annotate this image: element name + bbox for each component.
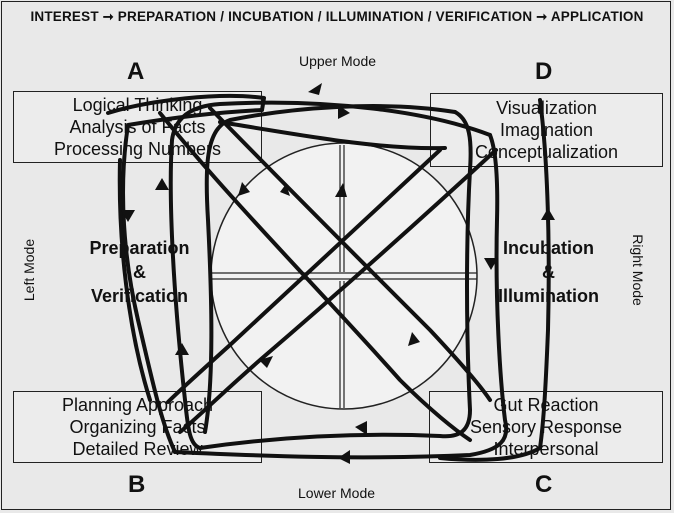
diagonal-a-to-c bbox=[158, 111, 472, 442]
arrowhead-icon bbox=[335, 183, 347, 197]
diagonal-a-to-c-2 bbox=[208, 106, 492, 402]
box-b-planning: Planning Approach Organizing Facts Detai… bbox=[13, 391, 262, 463]
stage-preparation-verification: Preparation & Verification bbox=[77, 236, 202, 308]
left-side-loop bbox=[117, 158, 152, 402]
corner-label-a: A bbox=[127, 58, 145, 85]
loop-stroke-2 bbox=[173, 133, 509, 460]
diagonal-d-to-b-2 bbox=[166, 148, 442, 404]
upper-mode-label: Upper Mode bbox=[299, 53, 377, 69]
arrowhead-icon bbox=[259, 356, 273, 368]
corner-label-c: C bbox=[535, 471, 553, 498]
loop-stroke-5 bbox=[203, 104, 457, 434]
arrowhead-icon bbox=[308, 83, 322, 95]
box-d-line-1: Visualization bbox=[496, 98, 597, 118]
stage-left-line-2: & bbox=[133, 262, 146, 282]
arrowhead-icon bbox=[338, 450, 350, 464]
arrowhead-icon bbox=[121, 210, 135, 222]
box-a-line-2: Analysis of Facts bbox=[69, 117, 206, 137]
lower-mode-label: Lower Mode bbox=[298, 485, 376, 501]
box-d-line-2: Imagination bbox=[499, 120, 594, 140]
arrowhead-icon bbox=[175, 343, 189, 355]
box-a-line-3: Processing Numbers bbox=[53, 139, 222, 159]
arrowhead-icon bbox=[484, 258, 498, 270]
right-side-loop bbox=[438, 98, 551, 462]
arrowhead-icon bbox=[238, 182, 250, 196]
corner-label-b: B bbox=[128, 471, 146, 498]
arrow-right-icon: ➞ bbox=[536, 9, 548, 24]
diagonal-d-to-b bbox=[178, 148, 498, 434]
arrowhead-icon bbox=[155, 178, 169, 190]
corner-label-d: D bbox=[535, 58, 553, 85]
box-b-line-2: Organizing Facts bbox=[69, 417, 206, 437]
stage-left-line-3: Verification bbox=[90, 286, 189, 306]
loop-stroke-4 bbox=[198, 110, 473, 450]
process-header: INTEREST ➞ PREPARATION / INCUBATION / IL… bbox=[0, 9, 674, 25]
arrowhead-icon bbox=[541, 208, 555, 220]
return-a-d bbox=[218, 120, 447, 151]
arrow-right-icon: ➞ bbox=[102, 9, 114, 24]
header-application: APPLICATION bbox=[550, 9, 644, 24]
arrowhead-icon bbox=[355, 421, 367, 435]
box-b-line-1: Planning Approach bbox=[61, 395, 214, 415]
stage-left-line-1: Preparation bbox=[89, 238, 190, 258]
header-interest: INTEREST bbox=[30, 9, 99, 24]
header-stages: PREPARATION / INCUBATION / ILLUMINATION … bbox=[117, 9, 533, 24]
arrowhead-icon bbox=[280, 184, 290, 196]
arrowhead-icon bbox=[408, 332, 420, 346]
arrowhead-icon bbox=[338, 105, 350, 119]
loop-stroke-1 bbox=[106, 93, 266, 454]
